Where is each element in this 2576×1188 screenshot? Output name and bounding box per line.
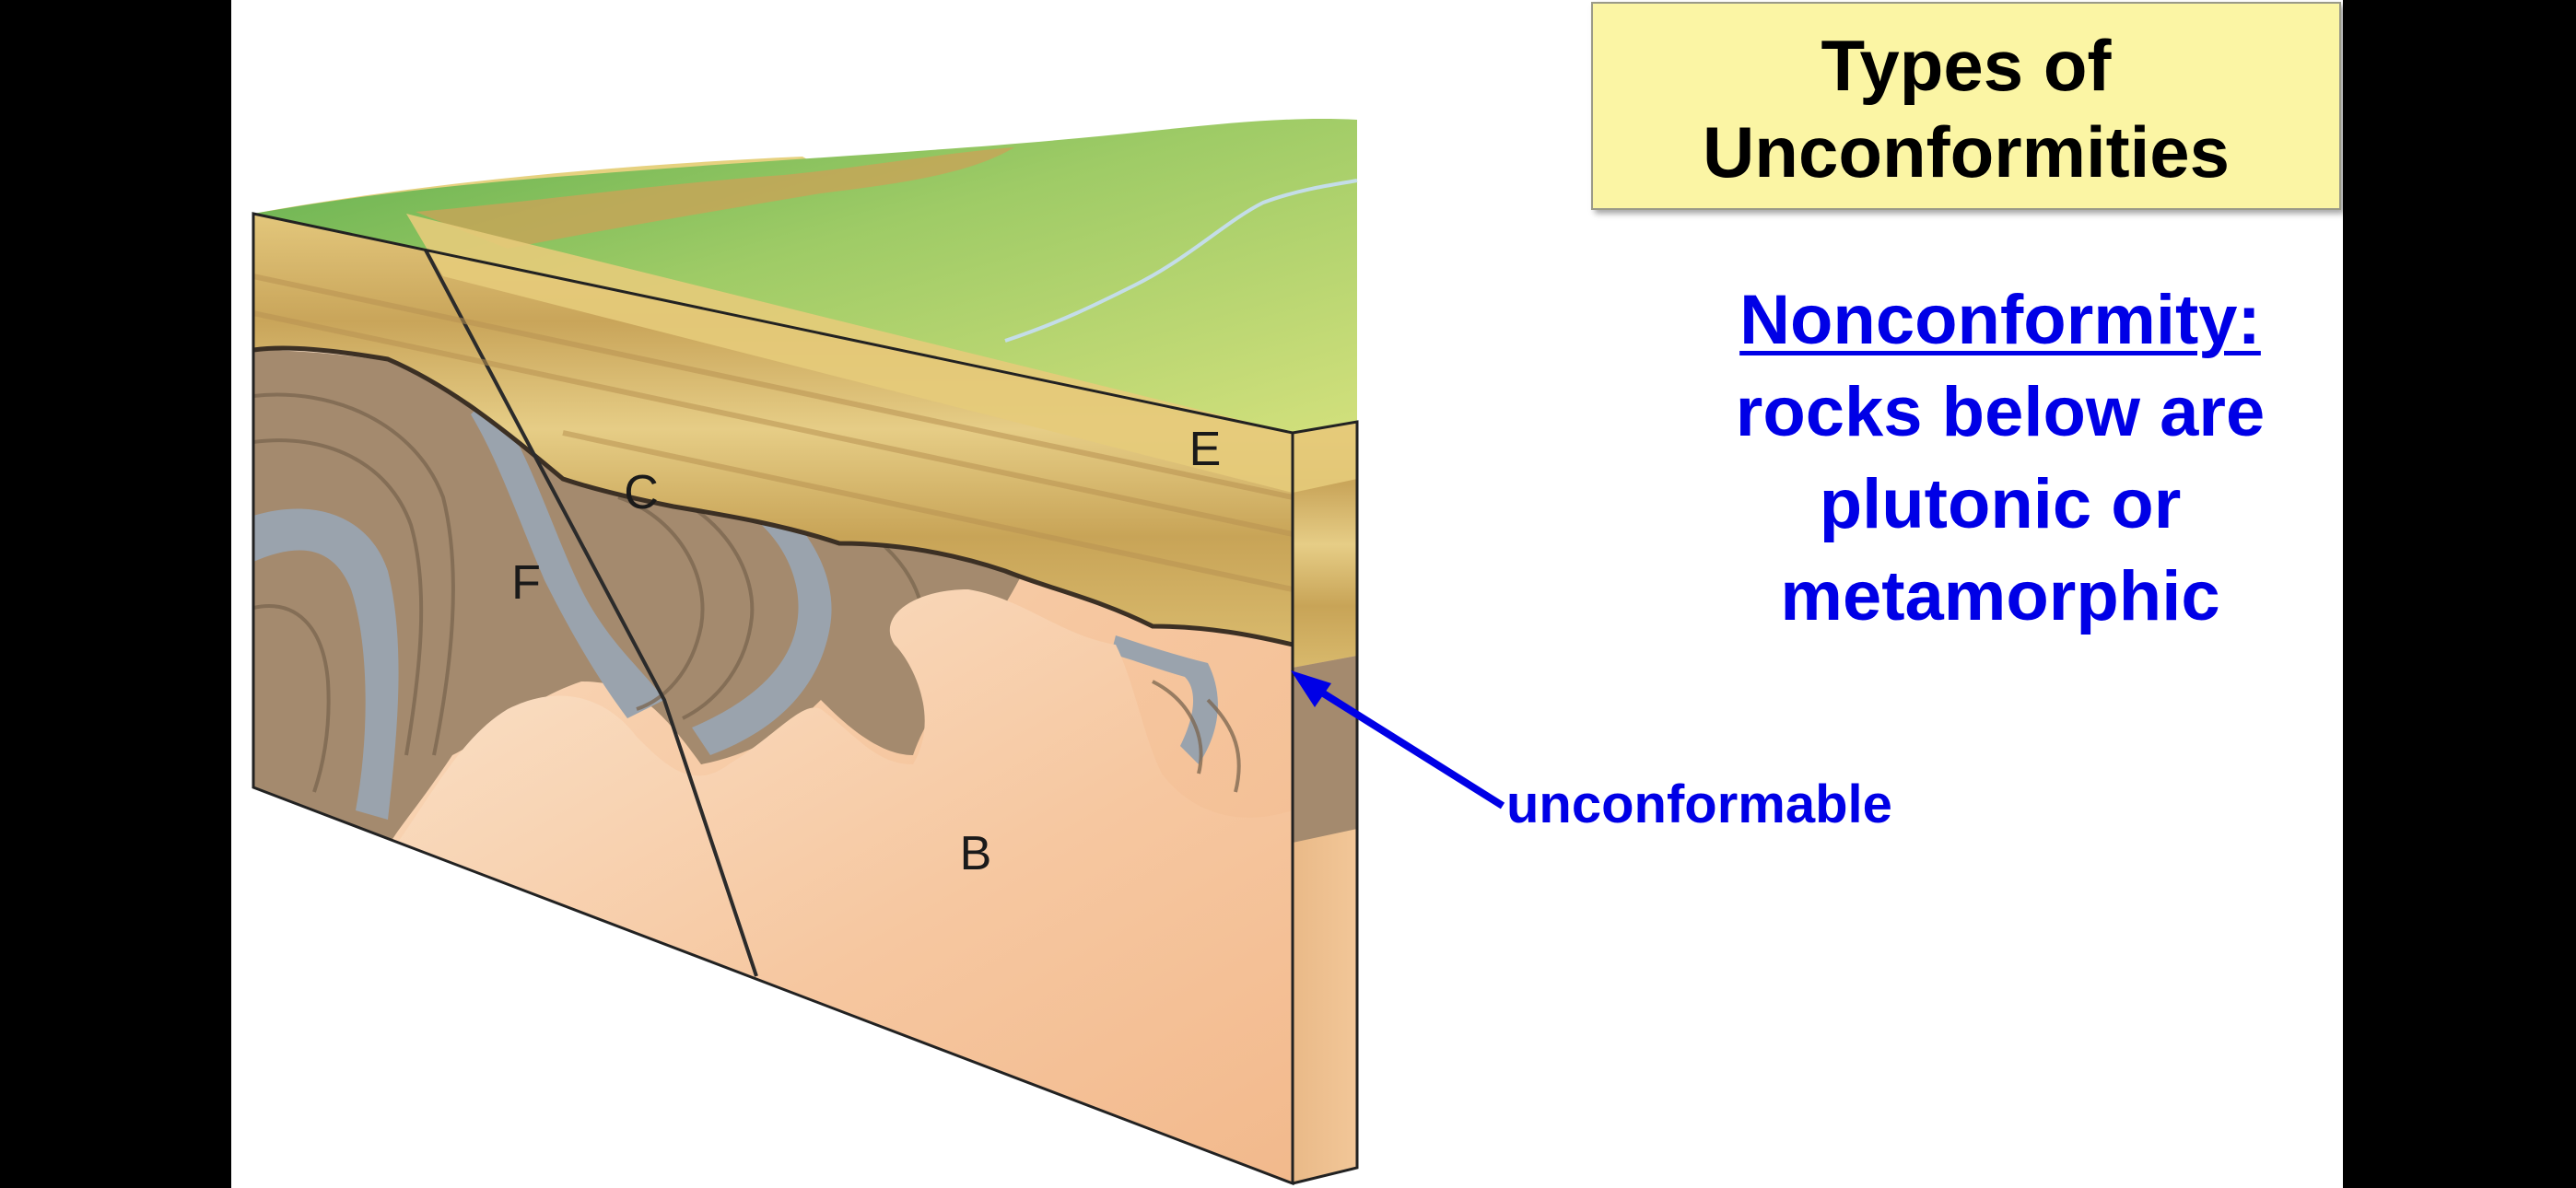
- term-description: rocks below are plutonic or metamorphic: [1735, 373, 2266, 635]
- top-surface: [253, 119, 1357, 434]
- definition-block: Nonconformity: rocks below are plutonic …: [1540, 274, 2343, 643]
- arrow-label: unconformable: [1506, 775, 1892, 834]
- arrow-icon: [1291, 670, 1505, 809]
- block-outline: [252, 212, 1359, 1186]
- slide-title: Types of Unconformities: [1702, 25, 2231, 192]
- river: [1004, 179, 1358, 343]
- sediment-top-strip: [406, 214, 1357, 493]
- gray-fold-band: [692, 479, 832, 755]
- block-diagram: C E F B: [252, 119, 1505, 1186]
- gray-fold-band: [253, 508, 399, 820]
- gray-fold-band: [1111, 635, 1218, 764]
- sediment-bands: [253, 274, 1293, 592]
- label-c: C: [624, 466, 659, 519]
- fault-line: [404, 214, 758, 977]
- metamorphic-rock: [253, 350, 1024, 847]
- sediment-layer: [253, 214, 1293, 645]
- title-box: Types of Unconformities: [1591, 2, 2341, 210]
- gray-fold-band: [471, 396, 664, 718]
- right-face: [1293, 422, 1357, 1183]
- label-f: F: [511, 556, 541, 610]
- term-heading: Nonconformity:: [1739, 281, 2261, 359]
- slide: C E F B Types of Unconformities Nonconfo…: [231, 0, 2343, 1188]
- label-b: B: [960, 827, 992, 880]
- ridge: [416, 147, 1014, 249]
- label-e: E: [1189, 423, 1222, 476]
- unconformity-surface: [253, 345, 1293, 647]
